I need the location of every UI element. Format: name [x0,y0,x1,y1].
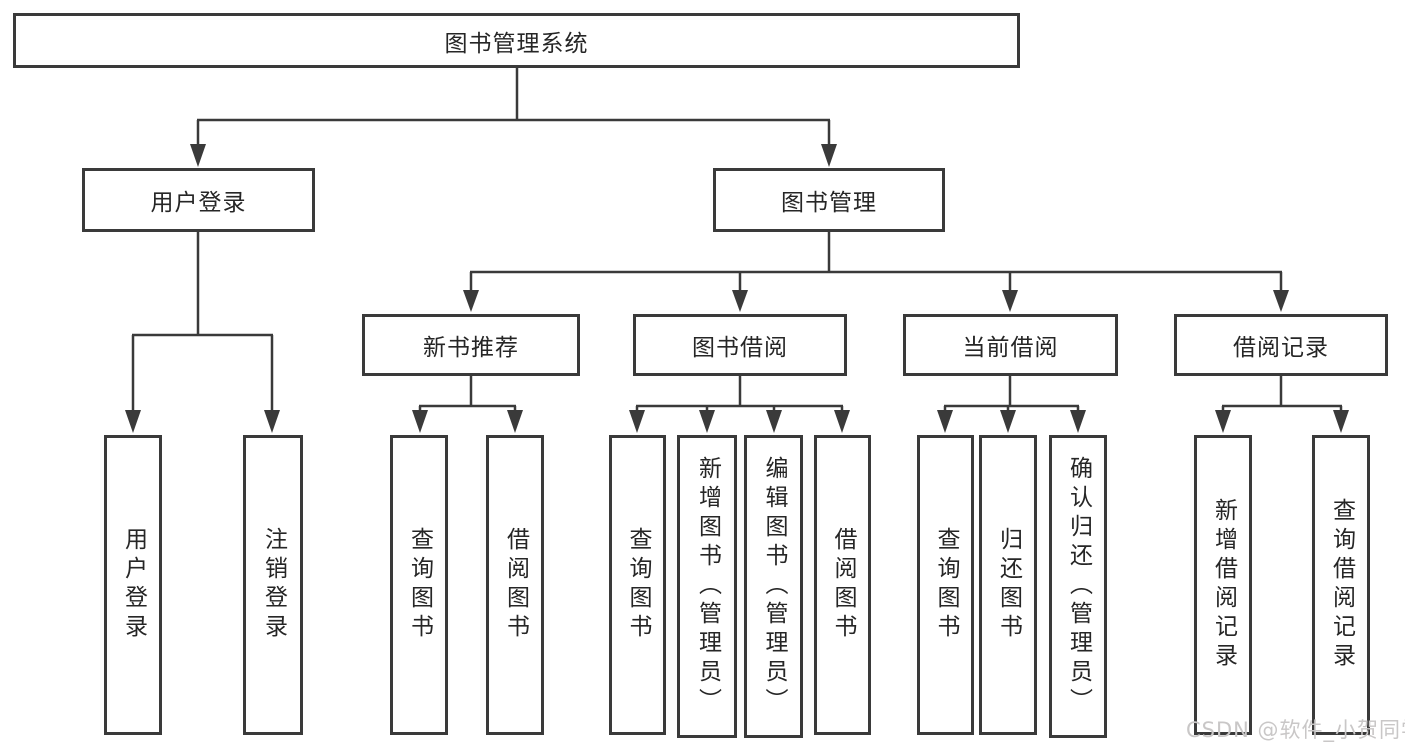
node-book-borrowing: 图书借阅 [633,314,847,376]
leaf-label: 借阅图书 [830,527,856,643]
node-current-borrowing: 当前借阅 [903,314,1118,376]
leaf-query-borrow-record: 查询借阅记录 [1312,435,1370,735]
leaf-label: 查询图书 [933,527,959,643]
leaf-label: 借阅图书 [502,527,529,643]
leaf-query-books-current: 查询图书 [917,435,974,735]
leaf-label: 查询借阅记录 [1328,498,1355,672]
leaf-label: 编辑图书（管理员） [761,456,787,717]
leaf-label: 归还图书 [995,527,1022,643]
node-borrowing-records: 借阅记录 [1174,314,1388,376]
leaf-label: 查询图书 [625,527,651,643]
leaf-label: 新增图书（管理员） [694,456,721,717]
leaf-label: 查询图书 [406,527,433,643]
leaf-add-books-admin: 新增图书（管理员） [677,435,737,738]
leaf-add-borrow-record: 新增借阅记录 [1194,435,1252,735]
node-user-login: 用户登录 [82,168,315,232]
leaf-query-books-recommend: 查询图书 [390,435,448,735]
leaf-label: 用户登录 [120,527,147,643]
leaf-label: 新增借阅记录 [1210,498,1237,672]
leaf-label: 确认归还（管理员） [1065,456,1092,717]
leaf-query-books-borrowing: 查询图书 [609,435,666,735]
leaf-borrow-books-borrowing: 借阅图书 [814,435,871,735]
leaf-borrow-books-recommend: 借阅图书 [486,435,544,735]
leaf-edit-books-admin: 编辑图书（管理员） [744,435,803,738]
leaf-return-books: 归还图书 [979,435,1037,735]
leaf-label: 注销登录 [260,527,287,643]
node-book-management: 图书管理 [713,168,945,232]
node-root-library-system: 图书管理系统 [13,13,1020,68]
leaf-confirm-return-admin: 确认归还（管理员） [1049,435,1107,738]
node-new-book-recommend: 新书推荐 [362,314,580,376]
leaf-user-login: 用户登录 [104,435,162,735]
csdn-watermark: CSDN @软件_小贺同学 [1186,718,1405,742]
leaf-logout: 注销登录 [243,435,303,735]
